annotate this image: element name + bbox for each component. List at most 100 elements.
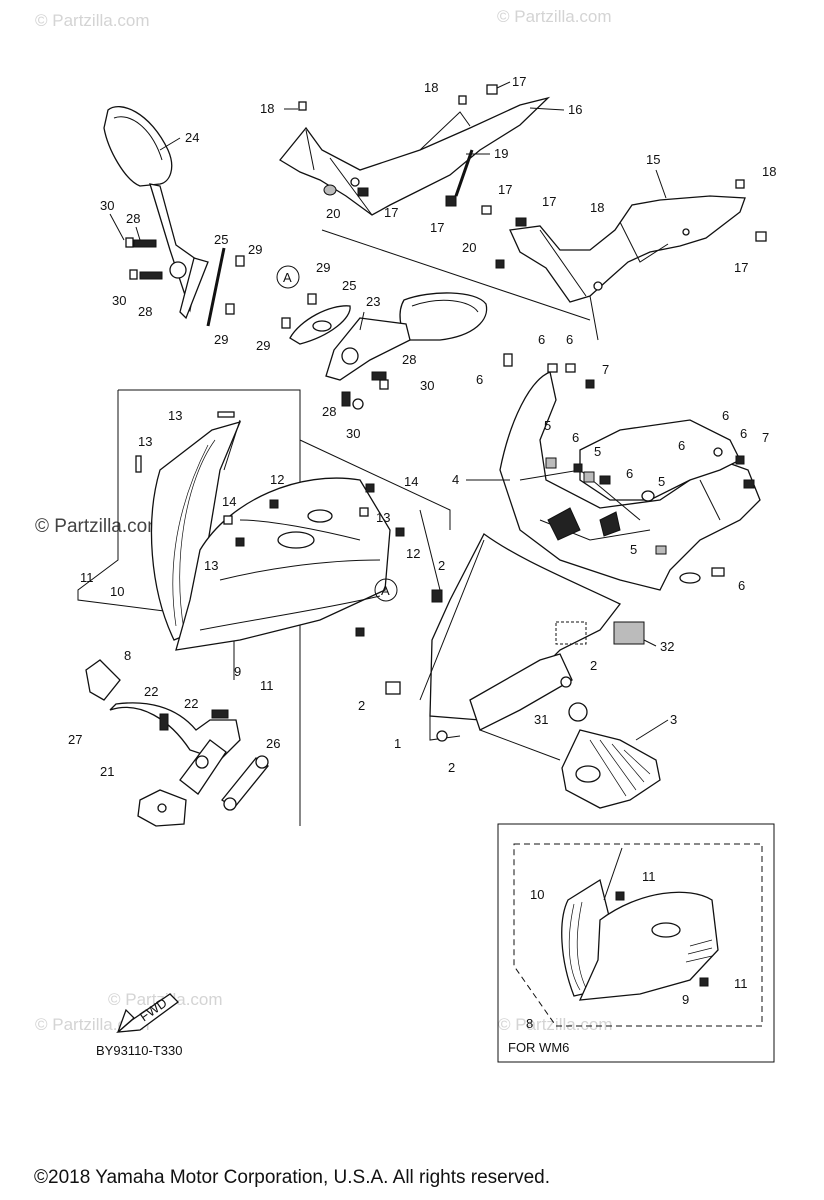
callout: 29 (316, 260, 330, 275)
mirror-24 (103, 106, 209, 320)
callout: 17 (734, 260, 748, 275)
callout: 6 (538, 332, 545, 347)
watermark: © Partzilla.com (497, 7, 612, 26)
callout: 6 (476, 372, 483, 387)
side-cowl-16 (279, 96, 551, 216)
callout: 2 (358, 698, 365, 713)
callout: 28 (126, 211, 140, 226)
callout: 28 (138, 304, 152, 319)
side-cowl-15 (509, 195, 746, 303)
callout: 6 (572, 430, 579, 445)
callout: 28 (402, 352, 416, 367)
callout: 13 (376, 510, 390, 525)
inner-panel-4 (499, 371, 761, 591)
callout: 4 (452, 472, 459, 487)
callout: 5 (658, 474, 665, 489)
callout: 30 (112, 293, 126, 308)
callout: 2 (448, 760, 455, 775)
callout: 8 (526, 1016, 533, 1031)
callout: 6 (722, 408, 729, 423)
callout: 23 (366, 294, 380, 309)
callout: 5 (544, 418, 551, 433)
callout: 5 (630, 542, 637, 557)
callout: 17 (542, 194, 556, 209)
bolt-28 (125, 237, 163, 280)
callout: 2 (438, 558, 445, 573)
duct-3 (561, 729, 661, 809)
callout: 6 (626, 466, 633, 481)
callout: 20 (326, 206, 340, 221)
callout: A (283, 270, 292, 285)
callout: 20 (462, 240, 476, 255)
callout: 31 (534, 712, 548, 727)
callout: 14 (222, 494, 236, 509)
callout: 25 (342, 278, 356, 293)
callout: 11 (642, 869, 656, 884)
callout: 32 (660, 639, 674, 654)
callout: 9 (234, 664, 241, 679)
callout: 6 (566, 332, 573, 347)
callout: 26 (266, 736, 280, 751)
inset-caption: FOR WM6 (508, 1040, 569, 1055)
callout: 29 (214, 332, 228, 347)
callout: 21 (100, 764, 114, 779)
callout: 11 (80, 570, 94, 585)
callout: 1 (394, 736, 401, 751)
callout: 11 (260, 678, 274, 693)
callout: 7 (762, 430, 769, 445)
callout: 30 (346, 426, 360, 441)
callout: 27 (68, 732, 82, 747)
callout: 24 (185, 130, 199, 145)
callout: 17 (384, 205, 398, 220)
callout: 30 (100, 198, 114, 213)
callout: 10 (110, 584, 124, 599)
callout: 8 (124, 648, 131, 663)
callout: 2 (590, 658, 597, 673)
callout: 6 (678, 438, 685, 453)
callout: 13 (204, 558, 218, 573)
callout: 17 (512, 74, 526, 89)
callout: 5 (594, 444, 601, 459)
callout: 18 (424, 80, 438, 95)
callout: 29 (256, 338, 270, 353)
watermark: © Partzilla.com (498, 1015, 613, 1034)
callout: 18 (762, 164, 776, 179)
callout: 13 (138, 434, 152, 449)
callout: 13 (168, 408, 182, 423)
callout: 18 (590, 200, 604, 215)
callout: 17 (498, 182, 512, 197)
diagram-code: BY93110-T330 (96, 1043, 183, 1058)
fwd-arrow (116, 993, 179, 1033)
callout: 28 (322, 404, 336, 419)
callout: 19 (494, 146, 508, 161)
callout: 9 (682, 992, 689, 1007)
callout: A (381, 583, 390, 598)
callout: 12 (406, 546, 420, 561)
callout: 22 (184, 696, 198, 711)
watermark: © Partzilla.com (35, 11, 150, 30)
callout: 6 (740, 426, 747, 441)
callout: 30 (420, 378, 434, 393)
windshield-1 (419, 533, 622, 741)
callout: 16 (568, 102, 582, 117)
callout: 6 (738, 578, 745, 593)
callout: 12 (270, 472, 284, 487)
side-watermark: © Partzilla.com (35, 516, 163, 537)
callout: 11 (734, 976, 748, 991)
bracket-21 (85, 659, 241, 827)
inset-fairing (561, 847, 719, 1001)
callout: 3 (670, 712, 677, 727)
mirror-23 (325, 292, 488, 381)
callout: 17 (430, 220, 444, 235)
stay-26 (221, 755, 269, 811)
callout: 14 (404, 474, 418, 489)
callout: 25 (214, 232, 228, 247)
callout: 15 (646, 152, 660, 167)
callout: 29 (248, 242, 262, 257)
inset-frame (497, 823, 775, 1063)
callout: 22 (144, 684, 158, 699)
callout: 18 (260, 101, 274, 116)
callout: 10 (530, 887, 544, 902)
